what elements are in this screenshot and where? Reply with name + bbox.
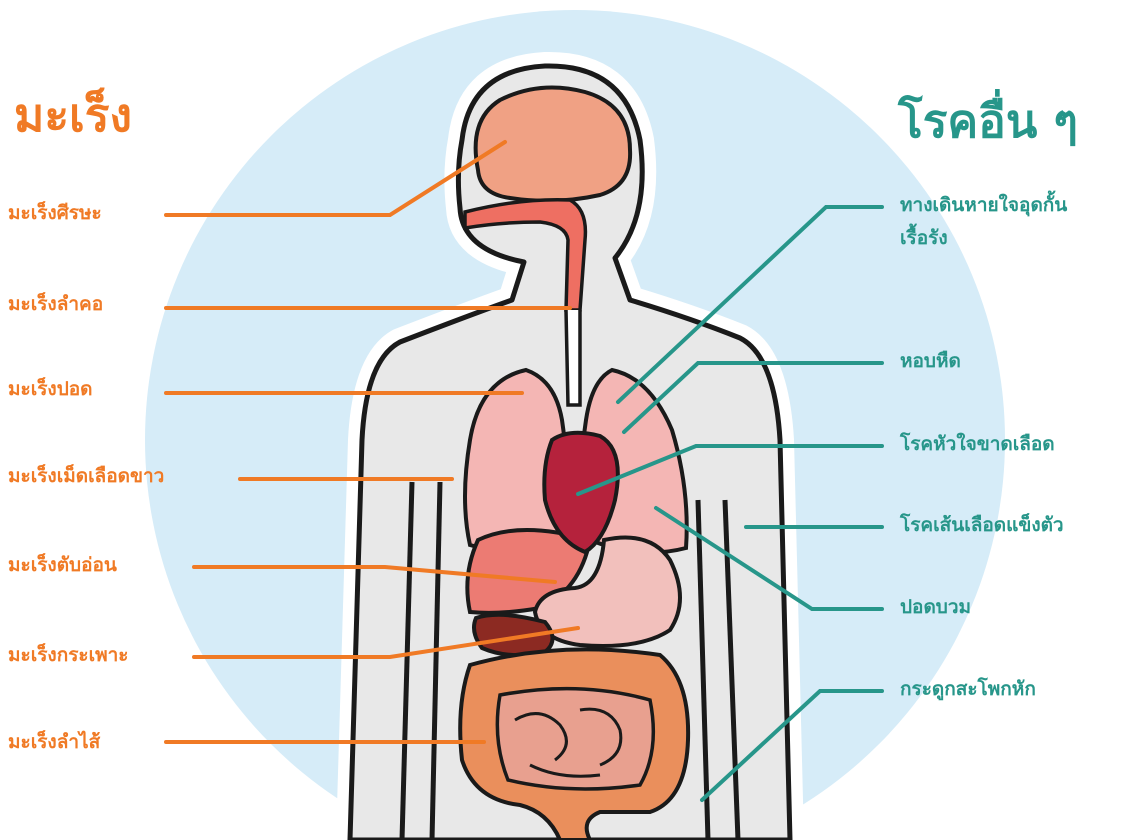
label-atherosclerosis: โรคเส้นเลือดแข็งตัว bbox=[900, 515, 1064, 537]
label-colon-cancer: มะเร็งลำไส้ bbox=[8, 732, 100, 754]
label-ischemic-heart: โรคหัวใจขาดเลือด bbox=[900, 434, 1055, 456]
other-diseases-heading: โรคอื่น ๆ bbox=[898, 98, 1078, 144]
label-asthma: หอบหืด bbox=[900, 351, 961, 373]
label-head-cancer: มะเร็งศีรษะ bbox=[8, 203, 102, 225]
label-stomach-cancer: มะเร็งกระเพาะ bbox=[8, 645, 129, 667]
label-pneumonia: ปอดบวม bbox=[900, 597, 971, 619]
label-copd-line2: เรื้อรัง bbox=[900, 228, 948, 250]
cancer-heading: มะเร็ง bbox=[14, 92, 132, 138]
label-pancreatic-cancer: มะเร็งตับอ่อน bbox=[8, 555, 117, 577]
label-throat-cancer: มะเร็งลำคอ bbox=[8, 294, 103, 316]
label-copd-line1: ทางเดินหายใจอุดกั้น bbox=[900, 195, 1067, 217]
label-lung-cancer: มะเร็งปอด bbox=[8, 379, 93, 401]
label-leukemia: มะเร็งเม็ดเลือดขาว bbox=[8, 466, 164, 488]
label-hip-fracture: กระดูกสะโพกหัก bbox=[900, 679, 1036, 701]
